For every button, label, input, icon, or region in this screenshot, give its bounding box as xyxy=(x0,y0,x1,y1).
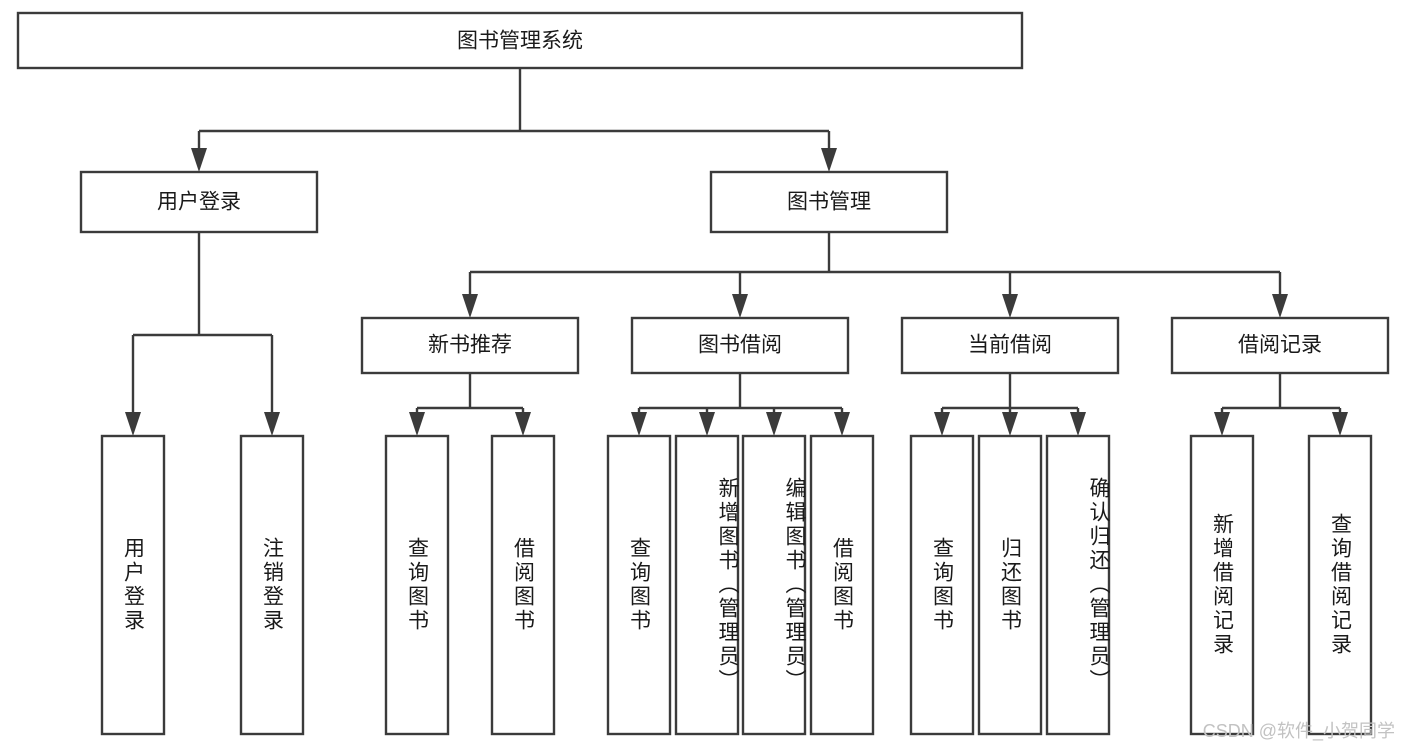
node-box-leaf-confirm-return[interactable] xyxy=(1045,434,1111,736)
arrowhead-leaf-query-record xyxy=(1332,412,1348,436)
node-box-book-manage[interactable] xyxy=(709,170,949,234)
arrowhead-leaf-add-record xyxy=(1214,412,1230,436)
node-box-leaf-logout[interactable] xyxy=(239,434,305,736)
node-box-current-borrow[interactable] xyxy=(900,316,1120,375)
node-box-leaf-add-record[interactable] xyxy=(1189,434,1255,736)
node-label-borrow-record: 借阅记录 xyxy=(1238,334,1322,357)
arrowhead-user-login xyxy=(191,148,207,172)
arrowhead-leaf-add-book xyxy=(699,412,715,436)
node-box-borrow-record[interactable] xyxy=(1170,316,1390,375)
arrowhead-leaf-borrow-book-2 xyxy=(834,412,850,436)
node-box-leaf-query-book-3[interactable] xyxy=(909,434,975,736)
node-box-leaf-return-book[interactable] xyxy=(977,434,1043,736)
connector-group-new-book-recommend xyxy=(409,373,531,436)
node-box-leaf-query-record[interactable] xyxy=(1307,434,1373,736)
arrowhead-leaf-query-book-1 xyxy=(409,412,425,436)
node-box-user-login[interactable] xyxy=(79,170,319,234)
node-box-book-borrow[interactable] xyxy=(630,316,850,375)
arrowhead-leaf-user-login xyxy=(125,412,141,436)
node-box-leaf-borrow-book-2[interactable] xyxy=(809,434,875,736)
node-box-leaf-query-book-2[interactable] xyxy=(606,434,672,736)
connector-group-book-borrow xyxy=(631,373,850,436)
arrowhead-leaf-return-book xyxy=(1002,412,1018,436)
node-box-leaf-add-book[interactable] xyxy=(674,434,740,736)
node-label-new-book-recommend: 新书推荐 xyxy=(428,334,512,357)
node-box-leaf-edit-book[interactable] xyxy=(741,434,807,736)
arrowhead-current-borrow xyxy=(1002,294,1018,318)
node-box-leaf-borrow-book-1[interactable] xyxy=(490,434,556,736)
node-label-current-borrow: 当前借阅 xyxy=(968,334,1052,357)
arrowhead-book-borrow xyxy=(732,294,748,318)
watermark-text: CSDN @软件_小贺同学 xyxy=(1202,721,1395,741)
arrowhead-leaf-query-book-2 xyxy=(631,412,647,436)
connector-group-root xyxy=(191,68,837,172)
connector-group-user-login xyxy=(125,232,280,436)
connector-group-book-manage xyxy=(462,232,1288,318)
arrowhead-leaf-edit-book xyxy=(766,412,782,436)
node-box-leaf-query-book-1[interactable] xyxy=(384,434,450,736)
node-label-root: 图书管理系统 xyxy=(457,30,583,53)
arrowhead-book-manage xyxy=(821,148,837,172)
connector-group-borrow-record xyxy=(1214,373,1348,436)
node-label-book-borrow: 图书借阅 xyxy=(698,334,782,357)
arrowhead-leaf-borrow-book-1 xyxy=(515,412,531,436)
arrowhead-leaf-confirm-return xyxy=(1070,412,1086,436)
node-box-root[interactable] xyxy=(16,11,1024,70)
connector-group-current-borrow xyxy=(934,373,1086,436)
arrowhead-borrow-record xyxy=(1272,294,1288,318)
node-label-book-manage: 图书管理 xyxy=(787,191,871,214)
node-label-user-login: 用户登录 xyxy=(157,191,241,214)
node-box-new-book-recommend[interactable] xyxy=(360,316,580,375)
arrowhead-leaf-query-book-3 xyxy=(934,412,950,436)
node-box-leaf-user-login[interactable] xyxy=(100,434,166,736)
arrowhead-leaf-logout xyxy=(264,412,280,436)
arrowhead-new-book-recommend xyxy=(462,294,478,318)
